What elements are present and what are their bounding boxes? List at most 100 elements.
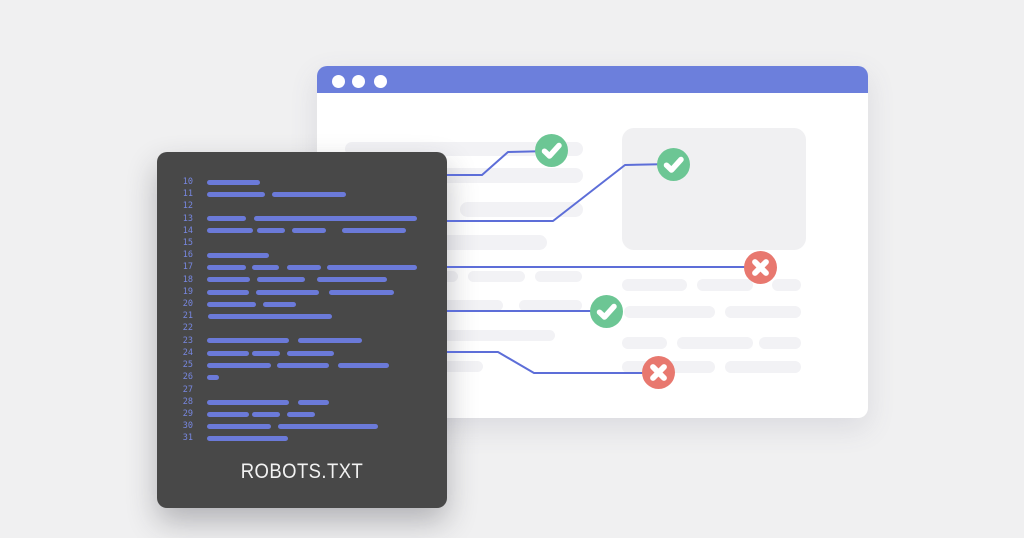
code-tokens (207, 252, 269, 258)
code-line: 14 (176, 225, 439, 237)
code-tokens (207, 423, 378, 429)
window-dot-icon (373, 74, 387, 88)
code-token-bar (207, 362, 271, 368)
cross-badge (743, 250, 777, 284)
skeleton-bar (468, 271, 525, 282)
line-number: 19 (182, 286, 193, 297)
line-number: 27 (182, 384, 193, 395)
code-line: 28 (176, 396, 439, 408)
check-icon (541, 142, 562, 159)
skeleton-bar (725, 361, 801, 373)
check-icon (596, 303, 617, 320)
code-token-bar (207, 289, 249, 295)
code-tokens (207, 301, 296, 307)
skeleton-bar (697, 279, 753, 291)
code-tokens (207, 179, 260, 185)
code-token-bar (207, 216, 246, 222)
code-token-bar (207, 423, 271, 429)
skeleton-bar (624, 306, 715, 318)
skeleton-bar (519, 300, 582, 311)
code-line: 25 (176, 359, 439, 371)
skeleton-bar (535, 271, 582, 282)
line-number: 17 (182, 262, 193, 273)
code-token-bar (298, 338, 362, 344)
code-token-bar (272, 191, 346, 197)
code-tokens (207, 436, 288, 442)
line-number: 16 (182, 250, 193, 261)
check-icon (663, 156, 684, 173)
code-token-bar (207, 338, 289, 344)
code-line: 23 (176, 335, 439, 347)
code-token-bar (256, 289, 319, 295)
code-tokens (207, 338, 362, 344)
code-token-bar (207, 350, 249, 356)
check-badge (589, 294, 623, 328)
code-token-bar (208, 314, 332, 320)
code-token-bar (317, 277, 387, 283)
line-number: 15 (182, 237, 193, 248)
code-tokens (207, 216, 417, 222)
skeleton-bar (622, 337, 667, 349)
line-number: 22 (182, 323, 193, 334)
line-number: 11 (182, 189, 193, 200)
code-tokens (207, 375, 219, 381)
skeleton-bar (772, 279, 801, 291)
code-token-bar (287, 265, 321, 271)
code-token-bar (278, 423, 378, 429)
code-line: 13 (176, 213, 439, 225)
skeleton-bar (622, 279, 687, 291)
line-number: 12 (182, 201, 193, 212)
code-token-bar (327, 265, 417, 271)
code-line: 20 (176, 298, 439, 310)
code-line: 18 (176, 274, 439, 286)
skeleton-bar (725, 306, 801, 318)
skeleton-bar (345, 330, 555, 341)
line-number: 18 (182, 274, 193, 285)
code-line: 12 (176, 200, 439, 212)
line-number: 28 (182, 396, 193, 407)
line-number: 20 (182, 299, 193, 310)
browser-title-bar (317, 66, 868, 93)
code-tokens (207, 399, 329, 405)
window-dot-icon (331, 74, 345, 88)
code-token-bar (207, 228, 253, 234)
code-tokens (207, 277, 387, 283)
check-badge (656, 147, 690, 181)
code-token-bar (263, 301, 296, 307)
code-token-bar (207, 265, 246, 271)
code-line: 19 (176, 286, 439, 298)
code-token-bar (338, 362, 389, 368)
code-tokens (207, 314, 332, 320)
line-number: 14 (182, 225, 193, 236)
x-icon (649, 363, 667, 381)
code-token-bar (292, 228, 326, 234)
skeleton-bar (759, 337, 801, 349)
code-tokens (207, 362, 389, 368)
code-tokens (207, 228, 406, 234)
skeleton-bar (460, 202, 583, 217)
code-line: 11 (176, 188, 439, 200)
code-line: 16 (176, 249, 439, 261)
code-line: 29 (176, 408, 439, 420)
code-token-bar (207, 252, 269, 258)
code-line: 22 (176, 323, 439, 335)
code-token-bar (287, 350, 334, 356)
code-token-bar (207, 411, 249, 417)
code-token-bar (277, 362, 329, 368)
code-token-bar (207, 277, 250, 283)
line-number: 10 (182, 176, 193, 187)
code-token-bar (207, 375, 219, 381)
code-line: 31 (176, 433, 439, 445)
code-token-bar (257, 277, 305, 283)
window-dot-icon (351, 74, 365, 88)
code-tokens (207, 191, 346, 197)
code-line: 21 (176, 310, 439, 322)
code-line: 27 (176, 384, 439, 396)
line-number: 26 (182, 372, 193, 383)
code-line: 30 (176, 420, 439, 432)
code-token-bar (342, 228, 406, 234)
line-number: 25 (182, 360, 193, 371)
